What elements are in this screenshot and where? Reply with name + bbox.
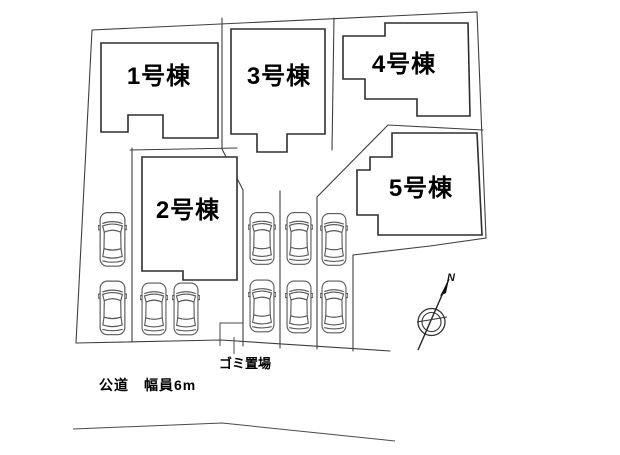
compass-inner-circle: [421, 311, 442, 333]
car-icon: [98, 280, 127, 336]
site-boundary-line: [75, 11, 487, 344]
lot-boundary-lines: [129, 17, 484, 352]
road-edge-line: [72, 422, 396, 442]
car-icon: [285, 280, 313, 334]
garbage-area-box: [219, 322, 243, 346]
car-icon: [172, 282, 200, 336]
building-2-label: 2号棟: [156, 197, 220, 224]
buildings: 1号棟 2号棟 3号棟 4号棟 5号棟: [100, 22, 483, 281]
car-icon: [320, 212, 348, 266]
car-icon: [320, 280, 348, 334]
building-4-outline: [342, 22, 471, 117]
lot-line-1-2: [129, 147, 238, 151]
car-icon: [285, 211, 313, 265]
building-4-label: 4号棟: [372, 51, 436, 78]
building-5-label: 5号棟: [389, 175, 453, 202]
building-1-label: 1号棟: [127, 63, 191, 90]
road-label: 公道 幅員6m: [99, 377, 196, 393]
site-boundary: [75, 11, 487, 352]
car-icon: [248, 211, 276, 265]
car-icon: [248, 279, 276, 333]
road: 公道 幅員6m: [72, 377, 396, 442]
lot-line-3-5-diagonal: [316, 124, 389, 198]
garbage-area: ゴミ置場: [219, 322, 271, 371]
compass-cross-line: [416, 316, 448, 323]
building-3-outline: [230, 28, 326, 153]
building-2-outline: [141, 156, 238, 281]
building-3-label: 3号棟: [247, 63, 311, 90]
building-5-outline: [356, 132, 483, 236]
lot-line-3-4: [331, 17, 335, 151]
building-1-outline: [100, 42, 219, 139]
car-icon: [140, 282, 168, 336]
north-label: N: [447, 272, 456, 284]
compass-arrowhead: [440, 279, 449, 296]
garbage-area-label: ゴミ置場: [219, 356, 271, 371]
car-icon: [98, 212, 127, 267]
lot-line-4-5: [387, 124, 484, 131]
site-bottom-boundary-line: [75, 339, 391, 352]
compass-icon: N: [416, 272, 456, 351]
